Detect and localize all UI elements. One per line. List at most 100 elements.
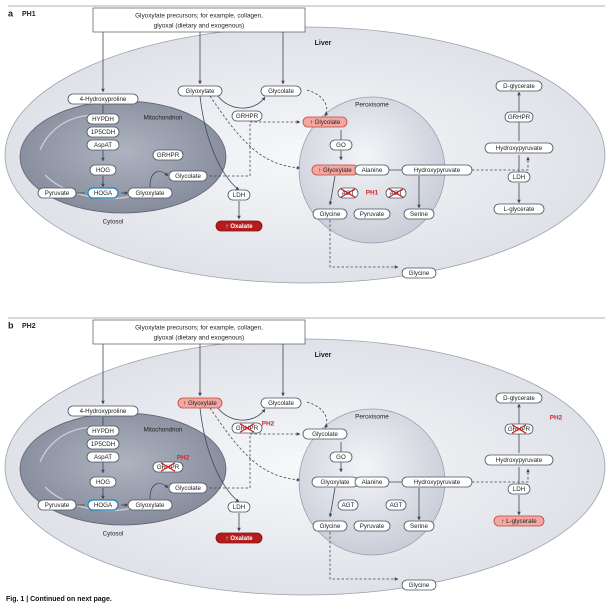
- pyruvate-perox-node: Pyruvate: [360, 523, 385, 530]
- arrow-glyoxylate-ldh: [199, 407, 240, 503]
- go-node: GO: [336, 454, 346, 461]
- precursor-text-1: Glyoxylate precursors; for example, coll…: [135, 325, 263, 332]
- hydroxypyruvate-right-node-box: [484, 454, 554, 466]
- go-node-box: [329, 451, 353, 463]
- d-glycerate-node: D-glycerate: [503, 395, 535, 402]
- grhpr-mito-node-box: [152, 149, 184, 161]
- glycolate-perox-node-box: [302, 428, 348, 440]
- aspat-node-box: [86, 139, 120, 151]
- panel-title: PH2: [22, 323, 36, 330]
- aspat-node: AspAT: [94, 454, 112, 461]
- panel-title: PH1: [22, 11, 36, 18]
- precursor-text-2: glyoxal (dietary and exogenous): [154, 335, 245, 342]
- grhpr-cyt-x-b: [239, 423, 255, 433]
- go-node-box: [329, 139, 353, 151]
- glycolate-cyt-node-box: [168, 482, 208, 494]
- oxalate-node-box: [215, 220, 263, 232]
- glyoxylate-perox-node: ↑ Glyoxylate: [318, 167, 352, 174]
- aspat-node-box: [86, 451, 120, 463]
- p5cdh-node-box: [86, 126, 120, 138]
- precursor-text-2: glyoxal (dietary and exogenous): [154, 23, 245, 30]
- ldh-right-node: LDH: [513, 174, 525, 181]
- dash-hpy-right: [472, 156, 530, 171]
- l-glycerate-node: ↑ L-glycerate: [501, 518, 537, 525]
- arrow-glyoxylate-glycolate-grhpr: [217, 95, 266, 109]
- grhpr-right-node-box: [504, 111, 534, 123]
- hog-node: HOG: [96, 479, 110, 486]
- line-perox-glycine: [328, 175, 336, 206]
- p5cdh-node-box: [86, 438, 120, 450]
- arrow-mito-glyoxylate-glycolate: [149, 483, 169, 500]
- oxalate-node: ↑ Oxalate: [225, 223, 253, 230]
- go-node: GO: [336, 142, 346, 149]
- glyoxylate-perox-node: Glyoxylate: [321, 479, 350, 486]
- agt-right-x-b: [388, 188, 404, 198]
- ph2-label-mito: PH2: [177, 455, 190, 462]
- pyruvate-perox-node-box: [353, 520, 391, 532]
- cytosol-label: Cytosol: [103, 531, 124, 538]
- figure-caption: Fig. 1 | Continued on next page.: [6, 596, 112, 603]
- grhpr-right-node: GRHPR: [508, 114, 531, 121]
- glyoxylate-mito-node: Glyoxylate: [136, 190, 165, 197]
- p5cdh-node: 1P5CDH: [91, 441, 115, 448]
- d-glycerate-node-box: [495, 80, 543, 92]
- serine-node: Serine: [410, 211, 428, 218]
- l-glycerate-node-box: [493, 515, 545, 527]
- glycolate-perox-node: ↑ Glycolate: [310, 119, 341, 126]
- agt-left-x-b: [340, 188, 356, 198]
- glycine-out-node: Glycine: [409, 582, 430, 589]
- mitochondrion-label: Mitochondrion: [144, 115, 183, 122]
- d-glycerate-node-box: [495, 392, 543, 404]
- glyoxylate-cyt-node-box: [177, 85, 223, 97]
- serine-node-box: [403, 520, 435, 532]
- precursor-box: [92, 7, 306, 33]
- arrow-glyoxylate-glycolate-grhpr: [217, 407, 266, 421]
- ldh-right-node: LDH: [513, 486, 525, 493]
- grhpr-cyt-node-box: [231, 110, 263, 122]
- serine-node: Serine: [410, 523, 428, 530]
- glycine-perox-node: Glycine: [320, 211, 341, 218]
- hypdh-node: HYPDH: [92, 428, 114, 435]
- ph1-label: PH1: [366, 190, 379, 197]
- grhpr-cyt-node: GRHPR: [236, 113, 259, 120]
- peroxisome-label: Peroxisome: [355, 102, 389, 109]
- alanine-node: Alanine: [362, 479, 383, 486]
- ldh-node-box: [227, 501, 251, 513]
- mitochondrion-label: Mitochondrion: [144, 427, 183, 434]
- arrow-glyoxylate-ldh: [199, 95, 240, 191]
- glycine-out-node-box: [401, 267, 437, 279]
- glyoxylate-mito-node: Glyoxylate: [136, 502, 165, 509]
- hog-node-box: [89, 476, 117, 488]
- oxalate-node-box: [215, 532, 263, 544]
- panel-letter: a: [8, 8, 14, 18]
- pyruvate-mito-node-box: [37, 187, 77, 199]
- glycine-perox-node: Glycine: [320, 523, 341, 530]
- hoga-node: HOGA: [94, 502, 113, 509]
- glycolate-top-node: Glycolate: [268, 400, 294, 407]
- alanine-node-box: [354, 476, 390, 488]
- liver-label: Liver: [315, 40, 332, 47]
- ldh-node: LDH: [233, 192, 245, 199]
- hoga-node: HOGA: [94, 190, 113, 197]
- pyruvate-perox-node-box: [353, 208, 391, 220]
- l-glycerate-node-box: [493, 203, 545, 215]
- panel-letter: b: [8, 320, 14, 330]
- dash-glycolate-peroxisome: [205, 120, 301, 177]
- glycolate-cyt-node-box: [168, 170, 208, 182]
- glycolate-top-node-box: [260, 85, 302, 97]
- ldh-right-node-box: [507, 171, 531, 183]
- glycine-perox-node-box: [312, 520, 348, 532]
- hydroxypyruvate-perox-node-box: [401, 164, 473, 176]
- glycine-out-node: Glycine: [409, 270, 430, 277]
- hypdh-node-box: [86, 425, 120, 437]
- agt-right-node: AGT: [390, 502, 403, 509]
- pyruvate-perox-node: Pyruvate: [360, 211, 385, 218]
- serine-node-box: [403, 208, 435, 220]
- dash-glycine-out: [329, 532, 399, 581]
- glyoxylate-mito-node-box: [127, 187, 173, 199]
- oxalate-node: ↑ Oxalate: [225, 535, 253, 542]
- ldh-right-node-box: [507, 483, 531, 495]
